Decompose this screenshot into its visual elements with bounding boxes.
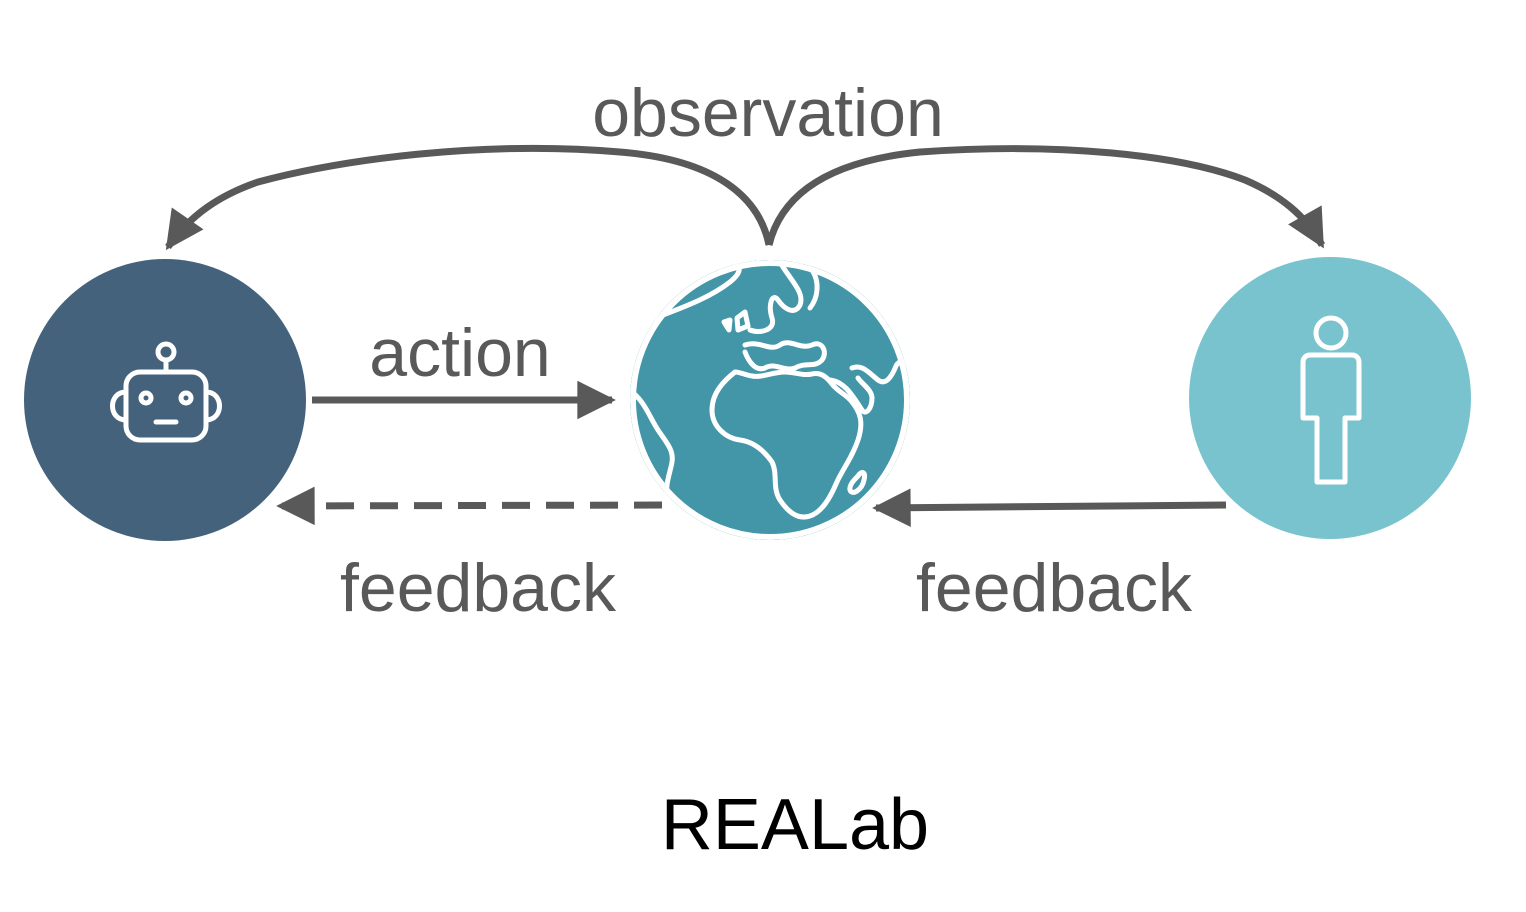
observation-arrow-to-human	[765, 145, 1326, 249]
observation-label: observation	[592, 75, 944, 151]
feedback-label-right: feedback	[916, 550, 1193, 626]
agent-circle	[24, 259, 306, 541]
environment-node	[630, 260, 910, 540]
person-icon	[1300, 315, 1362, 485]
feedback-arrow-dashed	[276, 486, 663, 526]
feedback-arrow-solid	[872, 488, 1227, 527]
robot-icon	[110, 341, 222, 443]
action-label: action	[369, 315, 550, 391]
human-node	[1189, 257, 1471, 539]
diagram-caption: REALab	[661, 785, 929, 865]
globe-icon	[630, 260, 910, 540]
feedback-label-left: feedback	[340, 550, 617, 626]
agent-node	[24, 259, 306, 541]
observation-arrow-to-agent	[165, 144, 773, 251]
environment-circle	[630, 260, 910, 540]
human-circle	[1189, 257, 1471, 539]
